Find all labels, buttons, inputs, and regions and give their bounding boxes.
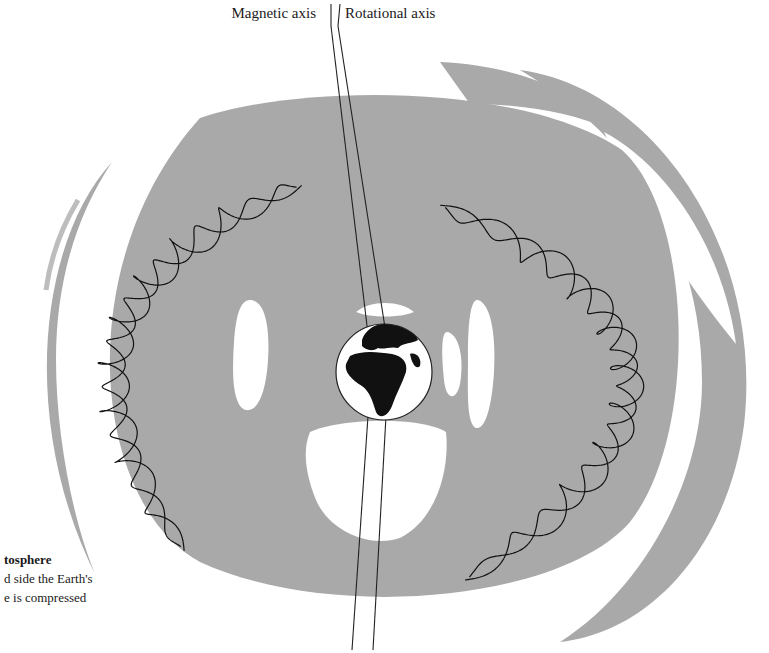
bow-shock-arc — [46, 200, 78, 290]
caption-heading: tosphere — [2, 553, 53, 568]
europe — [362, 324, 418, 351]
particle-helices — [98, 185, 644, 580]
radiation-gap-left — [233, 300, 268, 410]
helix-strand — [445, 207, 643, 580]
caption-text: e is compressed — [2, 591, 88, 606]
radiation-gap-bottom — [306, 421, 447, 541]
axis-label: Magnetic axis — [229, 5, 318, 22]
africa — [346, 352, 407, 416]
axis-label: Rotational axis — [343, 5, 437, 22]
bow-shock-left — [47, 162, 112, 576]
radiation-gap-right — [468, 300, 495, 428]
caption-text: d side the Earth's — [2, 572, 95, 587]
helix-strand — [102, 185, 301, 546]
helix-strand — [440, 205, 637, 577]
helix-strand — [98, 185, 297, 551]
earth-globe — [336, 324, 440, 430]
magnetosphere-body — [110, 95, 679, 597]
radiation-gap-inner — [442, 332, 461, 396]
